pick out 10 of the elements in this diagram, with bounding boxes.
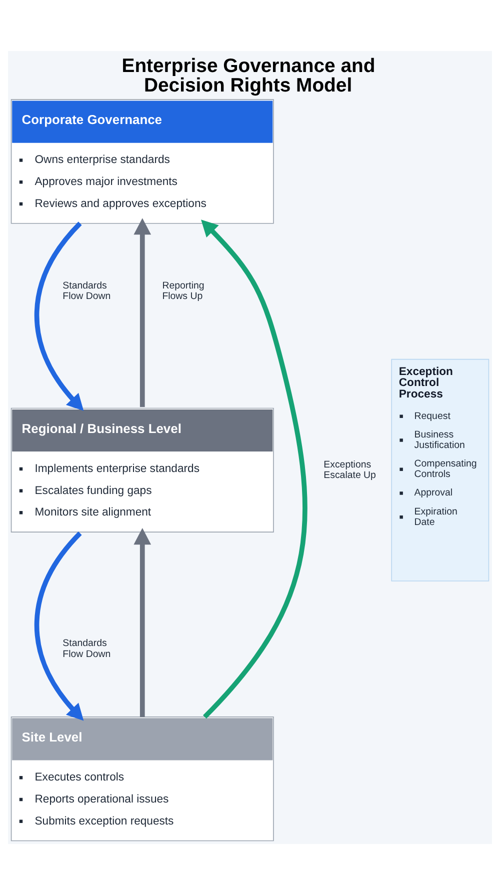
- diagram-title: Enterprise Governance and Decision Rights Model: [122, 55, 376, 97]
- arrow: [34, 532, 84, 721]
- edge-label: Standards Flow Down: [62, 638, 111, 660]
- edge-label: Exceptions Escalate Up: [324, 459, 376, 481]
- edge-label: Standards Flow Down: [62, 280, 111, 302]
- edge-label: Reporting Flows Up: [162, 280, 204, 302]
- arrow: [134, 218, 152, 408]
- arrow: [134, 528, 152, 717]
- arrow: [201, 220, 308, 719]
- arrow: [34, 222, 84, 411]
